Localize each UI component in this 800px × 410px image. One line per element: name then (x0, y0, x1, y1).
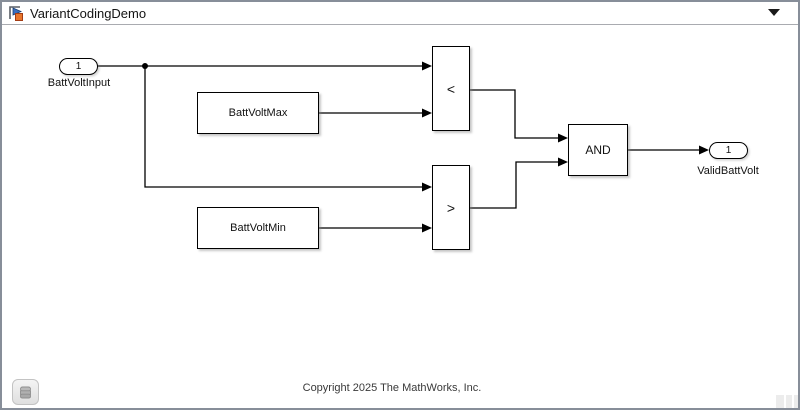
scrollbar-grip[interactable] (794, 395, 798, 408)
arrowhead (422, 108, 432, 118)
arrowhead (422, 223, 432, 233)
scrollbar-grip[interactable] (786, 395, 792, 408)
diagram-canvas[interactable]: 1 BattVoltInput BattVoltMax BattVoltMin … (2, 26, 798, 408)
outport-number: 1 (725, 145, 732, 156)
outport-label[interactable]: ValidBattVolt (697, 165, 759, 177)
branch-point (142, 63, 148, 69)
block-battvoltmax[interactable]: BattVoltMax (197, 92, 319, 134)
inport-number: 1 (75, 61, 82, 72)
wire-branch-to-gt[interactable] (144, 66, 422, 188)
inport-label[interactable]: BattVoltInput (47, 77, 111, 89)
signal-wires (98, 61, 709, 233)
block-and[interactable]: AND (568, 124, 628, 176)
model-title: VariantCodingDemo (30, 5, 147, 21)
block-greater-than-label: > (446, 199, 456, 216)
inport-block[interactable]: 1 (59, 58, 98, 75)
outport-block[interactable]: 1 (709, 142, 748, 159)
block-battvoltmin[interactable]: BattVoltMin (197, 207, 319, 249)
data-browser-toggle-button[interactable] (12, 379, 39, 405)
block-battvoltmin-label: BattVoltMin (230, 222, 286, 234)
arrowhead (422, 182, 432, 192)
arrowhead (558, 157, 568, 167)
block-less-than[interactable]: < (432, 46, 470, 131)
model-titlebar: VariantCodingDemo (2, 2, 798, 25)
wire-lt-to-and[interactable] (470, 89, 558, 139)
block-battvoltmax-label: BattVoltMax (228, 107, 288, 119)
scrollbar-grip[interactable] (776, 395, 784, 408)
copyright-annotation: Copyright 2025 The MathWorks, Inc. (302, 382, 482, 394)
chevron-down-icon[interactable] (768, 9, 780, 17)
wire-gt-to-and[interactable] (470, 161, 558, 209)
block-and-label: AND (585, 143, 611, 157)
arrowhead (422, 61, 432, 71)
arrowhead (558, 133, 568, 143)
block-greater-than[interactable]: > (432, 165, 470, 250)
block-less-than-label: < (446, 80, 456, 97)
arrowhead (699, 145, 709, 155)
simulink-model-icon (9, 5, 23, 21)
data-browser-icon (20, 386, 31, 398)
